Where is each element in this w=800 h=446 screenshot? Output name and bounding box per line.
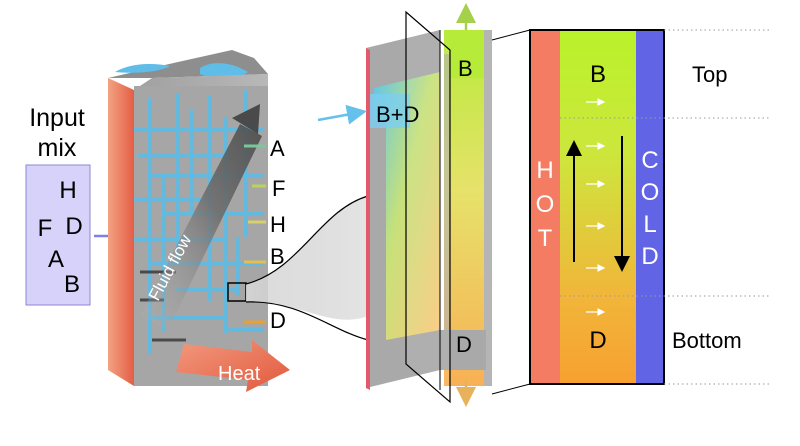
cold-label-c: C (641, 147, 658, 174)
inlet-pocket (370, 94, 410, 128)
input-letter-d: D (65, 213, 82, 240)
fluid-flow-band (140, 124, 262, 330)
fluid-flow-arrowhead-icon (232, 104, 260, 134)
input-mix-title-line2: mix (38, 134, 77, 162)
input-letter-f: F (38, 215, 53, 242)
outlet-label-h: H (270, 212, 286, 237)
channel-top-label: B (458, 56, 473, 81)
detail-channel (560, 30, 636, 384)
cold-label-o: O (641, 179, 660, 206)
channel-bottom-label: D (456, 332, 472, 357)
detail-panel: H O T C O L D B D Top Bottom (529, 29, 770, 385)
cold-label-d: D (641, 243, 658, 270)
reference-lines (560, 29, 770, 385)
cutting-plane (405, 10, 451, 404)
rock-block: Fluid flow A F H B D Heat (108, 50, 290, 392)
mixed-species-label: B+D (376, 102, 419, 127)
channel-slab: B+D B D (317, 3, 492, 407)
detail-frame (529, 29, 665, 385)
bottom-pocket (438, 330, 486, 370)
hot-label-t: T (538, 225, 553, 252)
separation-channel (444, 30, 484, 386)
inlet-arrow-icon (317, 104, 367, 125)
detail-bottom-species: D (589, 327, 606, 354)
zoom-line (245, 301, 369, 341)
outlet-label-b: B (270, 244, 285, 269)
outlet-label-f: F (272, 176, 285, 201)
input-mix-box (25, 164, 91, 306)
outlet-label-a: A (270, 136, 285, 161)
top-pool (200, 63, 248, 79)
fracture-network (134, 90, 264, 354)
channel-wall (444, 54, 450, 334)
zoom-line (491, 29, 531, 41)
mixing-chamber (374, 72, 440, 340)
input-mix-title-line1: Input (29, 104, 85, 132)
detail-top-species: B (590, 61, 606, 88)
bottom-label: Bottom (672, 328, 742, 353)
heat-label: Heat (218, 363, 261, 385)
thermophoresis-arrows (586, 98, 606, 316)
channel-wall (484, 30, 492, 386)
slab-hot-edge (366, 48, 370, 390)
hot-label-h: H (536, 157, 553, 184)
cold-wall (636, 30, 664, 384)
outlet-label-d: D (270, 308, 286, 333)
block-heated-side (108, 78, 134, 386)
zoom-line (245, 195, 369, 285)
input-letter-b: B (64, 271, 80, 298)
outlet-pipes (244, 144, 266, 324)
zoom-cone (246, 196, 368, 320)
input-letter-h: H (59, 177, 76, 204)
hot-label-o: O (536, 191, 555, 218)
cold-label-l: L (643, 211, 656, 238)
zoom-line (491, 383, 531, 395)
top-pool (115, 64, 170, 73)
input-mix-section: Input mix H F D A B (25, 104, 129, 306)
hot-wall (530, 30, 560, 384)
heat-arrow-icon (176, 340, 290, 392)
top-label: Top (692, 62, 727, 87)
input-letter-a: A (48, 246, 64, 273)
top-outlet (450, 30, 484, 78)
